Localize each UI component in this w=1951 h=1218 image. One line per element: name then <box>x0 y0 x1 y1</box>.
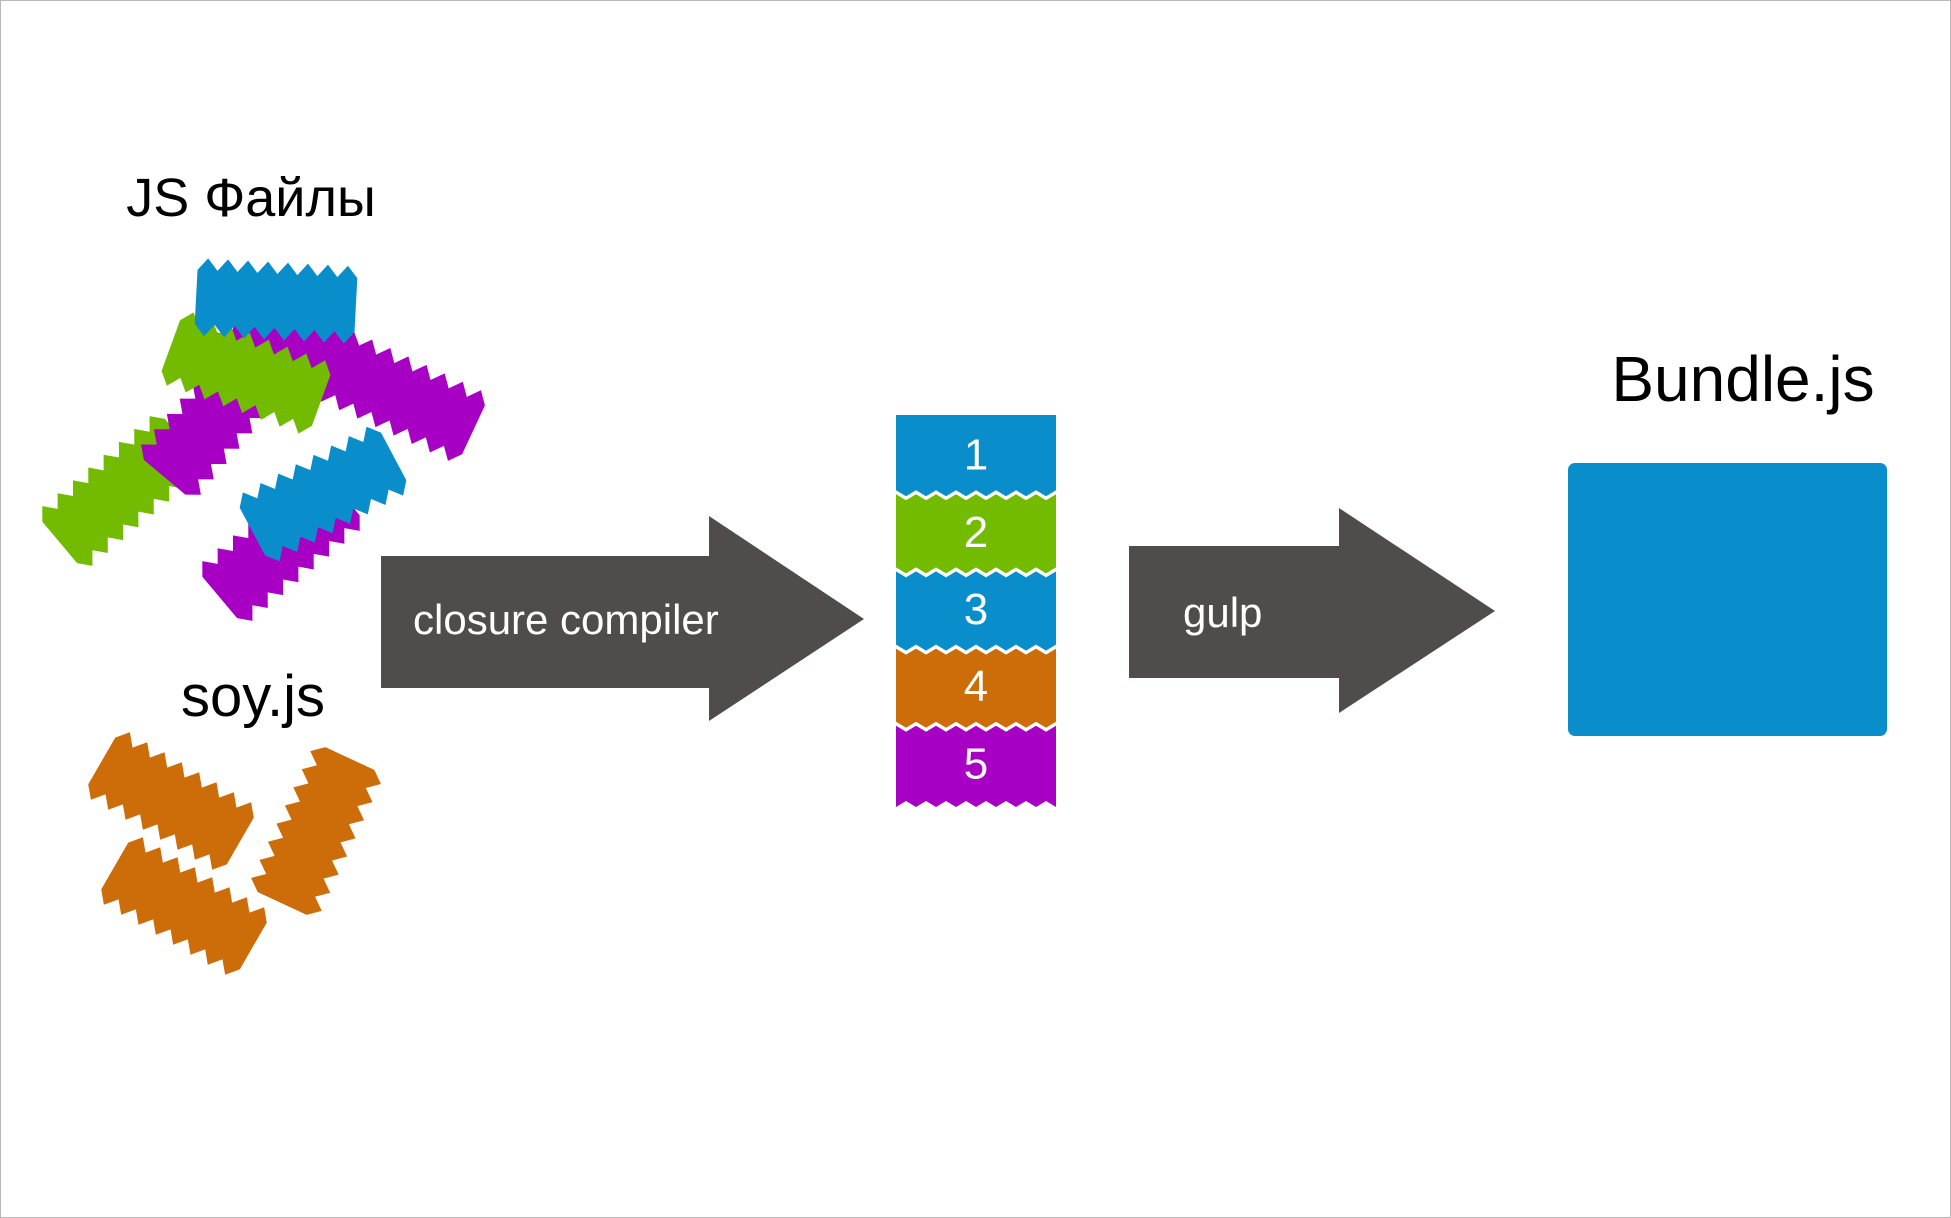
stack-piece-2 <box>896 494 1056 574</box>
soy-pile <box>82 727 386 980</box>
stack-piece-4 <box>896 648 1056 728</box>
gulp-label: gulp <box>1183 589 1262 636</box>
soy-file-piece <box>82 727 260 875</box>
soy-file-piece <box>95 832 273 980</box>
stack-piece-3 <box>896 571 1056 651</box>
stack-number-4: 4 <box>964 662 988 711</box>
closure-compiler-label: closure compiler <box>413 596 719 643</box>
bundle-box <box>1568 463 1887 736</box>
stack-piece-5 <box>896 725 1056 807</box>
soy-file-piece <box>246 742 386 920</box>
stack-piece-1 <box>896 415 1056 497</box>
stack-number-3: 3 <box>964 585 988 634</box>
bundle-label: Bundle.js <box>1611 343 1874 415</box>
soy-label: soy.js <box>181 664 325 729</box>
gulp-arrow: gulp <box>1129 508 1495 713</box>
compiled-stack: 1 2 3 4 5 <box>896 415 1056 807</box>
stack-number-2: 2 <box>964 508 988 557</box>
stack-number-1: 1 <box>964 431 988 480</box>
js-file-piece <box>312 326 490 466</box>
stack-number-5: 5 <box>964 739 988 788</box>
closure-compiler-arrow: closure compiler <box>381 516 864 721</box>
js-files-label: JS Файлы <box>126 168 376 228</box>
